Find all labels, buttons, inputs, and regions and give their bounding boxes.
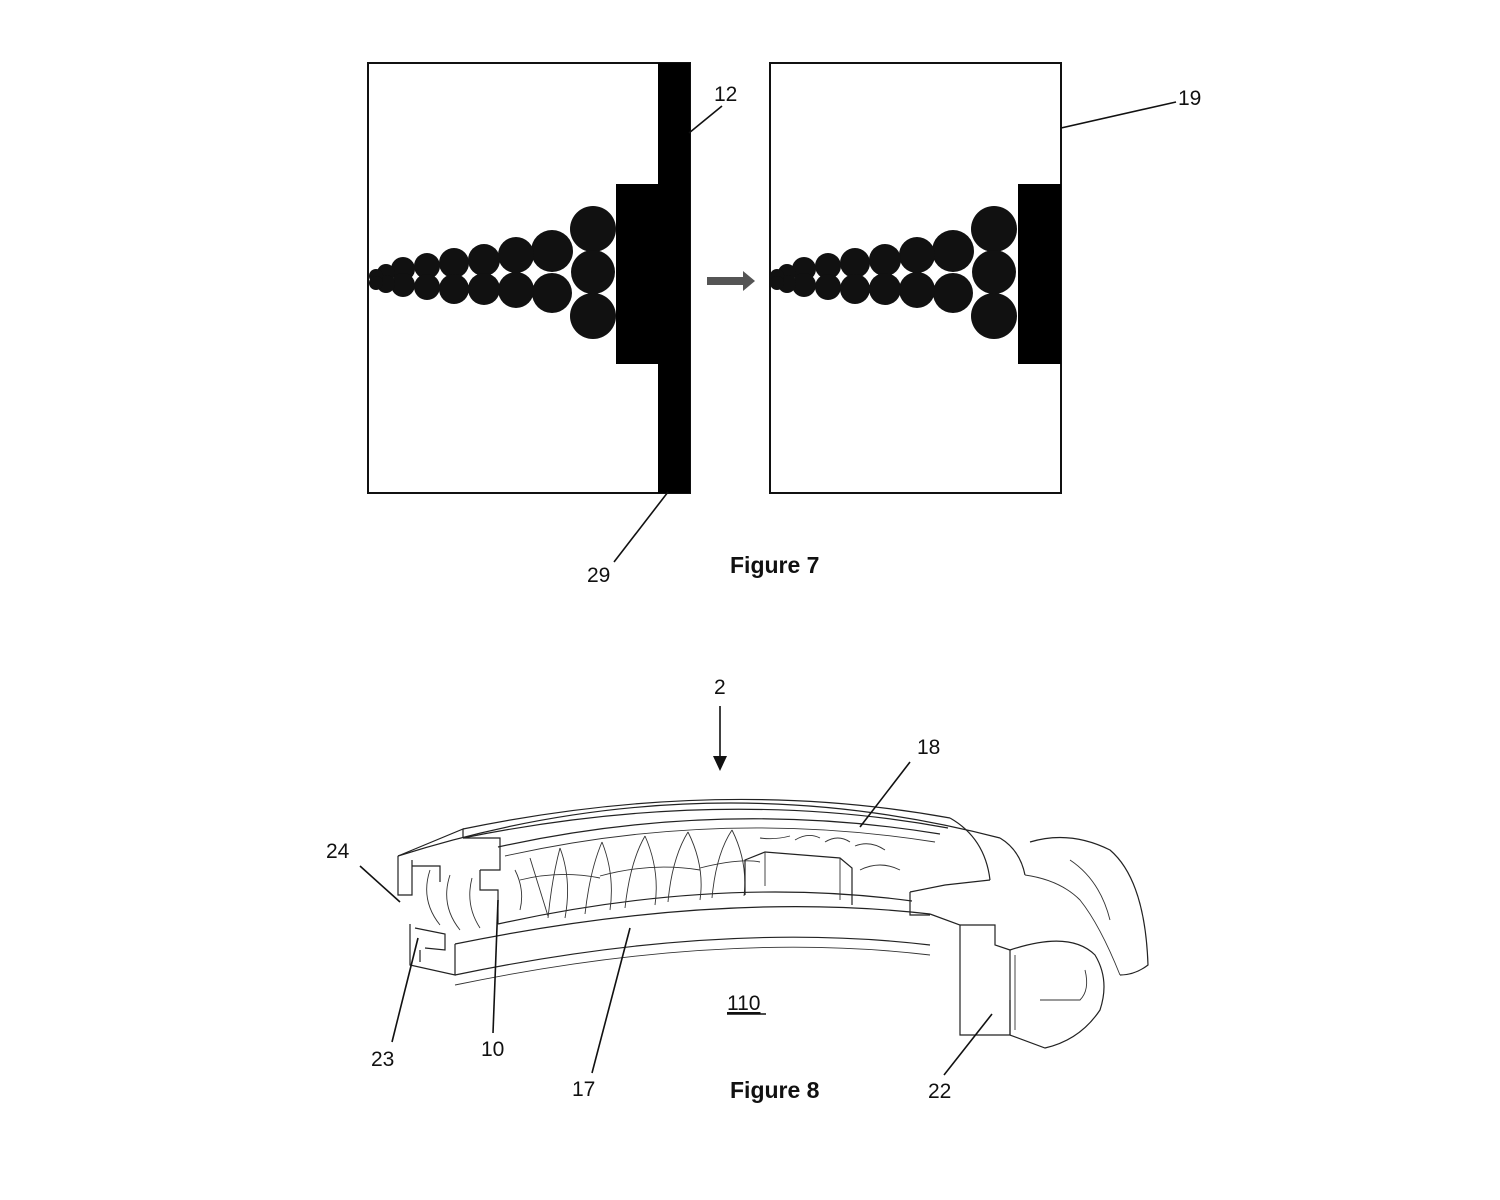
label-24: 24	[326, 840, 350, 863]
right-end-cap	[909, 817, 1149, 1049]
leader-18	[859, 761, 911, 828]
substrate-strip-29	[658, 63, 690, 493]
sphere	[932, 230, 974, 272]
leader-22	[943, 1013, 993, 1076]
sphere	[899, 272, 935, 308]
arrow-2	[713, 706, 727, 771]
sphere	[532, 273, 572, 313]
sphere	[792, 273, 816, 297]
caption-figure-7: Figure 7	[730, 552, 819, 578]
label-12: 12	[714, 83, 737, 106]
sphere	[570, 206, 616, 252]
label-29: 29	[587, 564, 610, 587]
sphere	[971, 206, 1017, 252]
fig7-right-panel	[769, 62, 1062, 494]
ring-body	[397, 798, 1149, 1049]
label-110: 110	[727, 992, 760, 1015]
label-2: 2	[714, 676, 726, 699]
sphere	[972, 250, 1016, 294]
contact-block-right	[1018, 184, 1061, 364]
label-18: 18	[917, 736, 940, 759]
leader-29	[613, 491, 669, 563]
label-23: 23	[371, 1048, 394, 1071]
leader-23	[391, 937, 419, 1043]
sphere	[498, 272, 534, 308]
sphere	[439, 248, 469, 278]
sphere-cluster-right	[770, 206, 1017, 339]
leader-19	[1060, 101, 1177, 129]
sphere	[498, 237, 534, 273]
caption-figure-8: Figure 8	[730, 1077, 820, 1103]
sphere	[840, 248, 870, 278]
label-19: 19	[1178, 87, 1201, 110]
sphere	[414, 274, 440, 300]
figure-7: 12 19 29 Figure 7	[367, 62, 1201, 587]
sphere	[770, 276, 784, 290]
sphere	[468, 244, 500, 276]
sphere	[414, 253, 440, 279]
transition-arrow	[707, 271, 755, 291]
sphere	[971, 293, 1017, 339]
sphere	[815, 253, 841, 279]
label-22: 22	[928, 1080, 951, 1103]
central-boss	[744, 851, 853, 905]
sphere	[840, 274, 870, 304]
sphere	[468, 273, 500, 305]
label-10: 10	[481, 1038, 504, 1061]
sphere	[869, 244, 901, 276]
sphere	[391, 273, 415, 297]
sphere	[439, 274, 469, 304]
sphere	[571, 250, 615, 294]
lattice-cells	[514, 829, 901, 919]
sphere	[815, 274, 841, 300]
leader-10	[492, 899, 499, 1034]
left-cut-face	[397, 828, 501, 976]
fig7-left-panel	[367, 62, 691, 494]
sphere	[933, 273, 973, 313]
figure-8: 2 18 24 23 10 17 22 110 Figure 8	[326, 676, 1149, 1103]
leader-12	[688, 105, 723, 134]
sphere	[369, 276, 383, 290]
sphere	[531, 230, 573, 272]
leader-17	[591, 927, 631, 1074]
sphere	[899, 237, 935, 273]
sphere	[869, 273, 901, 305]
sphere-cluster-left	[369, 206, 616, 339]
label-17: 17	[572, 1078, 595, 1101]
sphere	[570, 293, 616, 339]
leader-24	[359, 865, 401, 903]
contact-block-left	[616, 184, 658, 364]
